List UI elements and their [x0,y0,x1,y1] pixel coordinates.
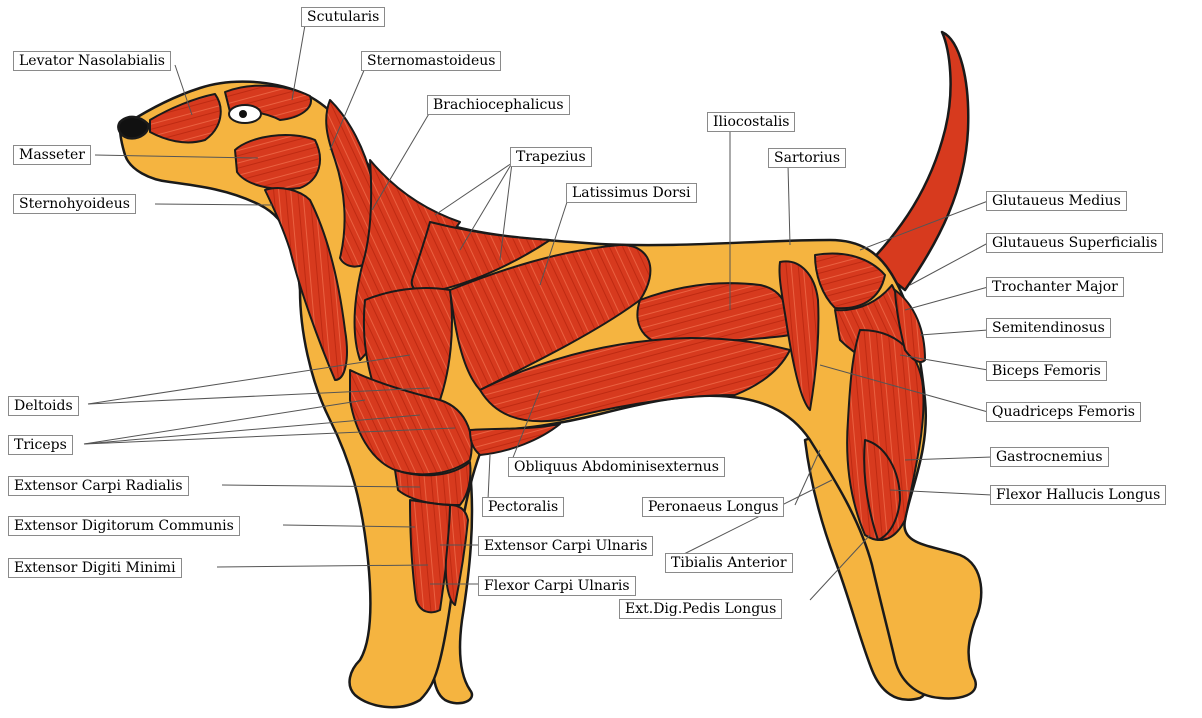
label-peronaeus-longus: Peronaeus Longus [642,497,784,517]
label-extensor-carpi-radialis: Extensor Carpi Radialis [8,476,189,496]
label-triceps: Triceps [8,435,73,455]
label-extensor-digitorum-communis: Extensor Digitorum Communis [8,516,240,536]
label-quadriceps-femoris: Quadriceps Femoris [986,402,1141,422]
label-tibialis-anterior: Tibialis Anterior [665,553,793,573]
muscle-pectoralis [470,424,560,455]
label-sternomastoideus: Sternomastoideus [361,51,501,71]
label-ext-dig-pedis-longus: Ext.Dig.Pedis Longus [619,599,782,619]
label-extensor-carpi-ulnaris: Extensor Carpi Ulnaris [478,536,653,556]
label-deltoids: Deltoids [8,396,79,416]
label-levator-nasolabialis: Levator Nasolabialis [13,51,171,71]
label-glutaueus-superficialis: Glutaueus Superficialis [986,233,1163,253]
tail [870,32,968,290]
label-trapezius: Trapezius [510,147,592,167]
label-flexor-carpi-ulnaris: Flexor Carpi Ulnaris [478,576,636,596]
label-biceps-femoris: Biceps Femoris [986,361,1107,381]
label-brachiocephalicus: Brachiocephalicus [427,95,570,115]
label-sartorius: Sartorius [768,148,846,168]
nose [118,117,148,138]
label-latissimus-dorsi: Latissimus Dorsi [566,183,697,203]
label-gastrocnemius: Gastrocnemius [990,447,1109,467]
label-obliquus-abdominisexternus: Obliquus Abdominisexternus [508,457,725,477]
label-masseter: Masseter [13,145,91,165]
muscle-masseter [235,135,320,189]
label-trochanter-major: Trochanter Major [986,277,1124,297]
label-extensor-digiti-minimi: Extensor Digiti Minimi [8,558,182,578]
label-semitendinosus: Semitendinosus [986,318,1111,338]
label-flexor-hallucis-longus: Flexor Hallucis Longus [990,485,1166,505]
label-pectoralis: Pectoralis [482,497,564,517]
pupil [239,110,247,118]
label-scutularis: Scutularis [301,7,385,27]
label-glutaueus-medius: Glutaueus Medius [986,191,1127,211]
label-sternohyoideus: Sternohyoideus [13,194,136,214]
label-iliocostalis: Iliocostalis [707,112,795,132]
muscle-iliocostalis [637,283,790,345]
